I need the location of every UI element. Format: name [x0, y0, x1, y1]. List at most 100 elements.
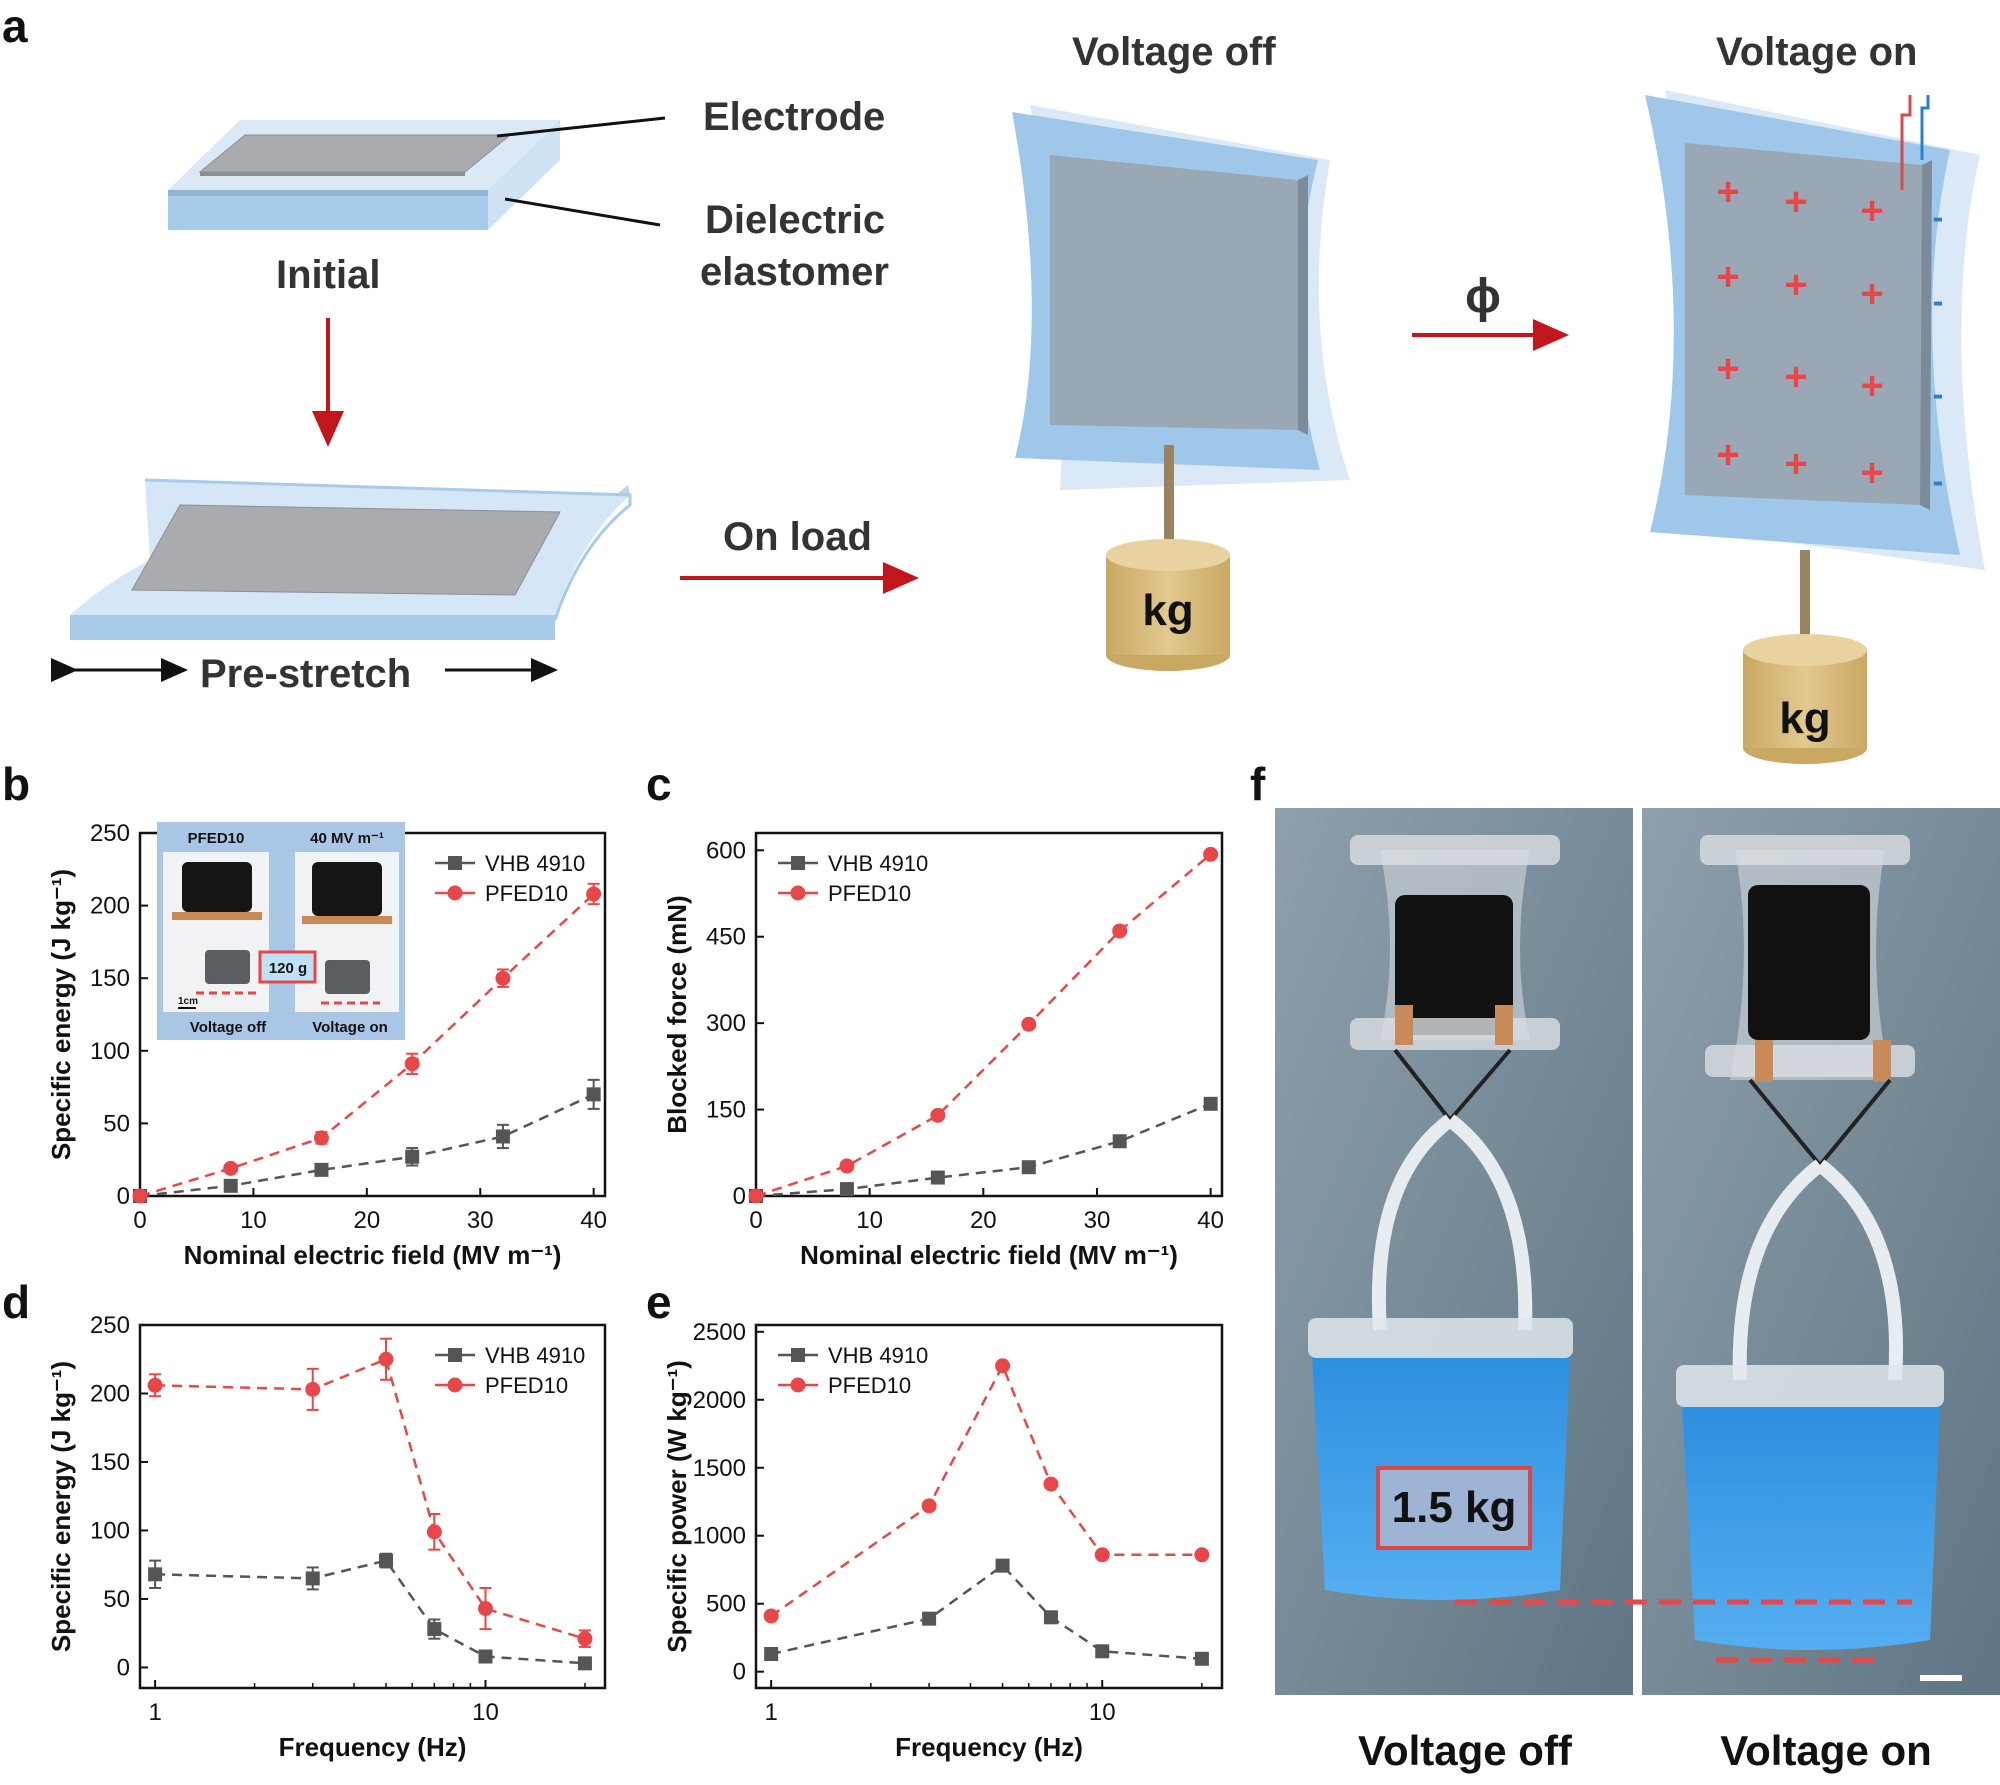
- data-point: [764, 1647, 779, 1662]
- data-point: [839, 1158, 855, 1174]
- legend-label: PFED10: [828, 881, 911, 906]
- data-point: [305, 1381, 321, 1397]
- y-tick-label: 100: [90, 1517, 130, 1544]
- panel-letter-d: d: [2, 1276, 30, 1328]
- data-point: [1095, 1644, 1110, 1659]
- label-electrode: Electrode: [703, 95, 885, 139]
- x-tick-label: 1: [764, 1699, 777, 1726]
- plus-charge: +: [1784, 442, 1807, 486]
- x-tick-label: 30: [1084, 1207, 1111, 1234]
- y-axis-label: Specific energy (J kg⁻¹): [46, 1361, 76, 1652]
- minus-charge: -: [1933, 199, 1944, 235]
- x-tick-label: 0: [749, 1207, 762, 1234]
- x-axis-label: Frequency (Hz): [895, 1732, 1083, 1762]
- legend-label: PFED10: [485, 1373, 568, 1398]
- data-point: [930, 1170, 945, 1185]
- label-kg-off: kg: [1142, 586, 1193, 635]
- label-initial: Initial: [276, 253, 380, 297]
- x-tick-label: 10: [856, 1207, 883, 1234]
- y-tick-label: 2500: [693, 1319, 746, 1346]
- plus-charge: +: [1784, 355, 1807, 399]
- data-point: [930, 1107, 946, 1123]
- legend-label: PFED10: [485, 881, 568, 906]
- y-tick-label: 2000: [693, 1387, 746, 1414]
- plus-charge: +: [1860, 451, 1883, 495]
- series-line: [139, 1093, 595, 1198]
- legend-marker: [448, 856, 462, 870]
- data-point: [378, 1351, 394, 1367]
- data-point: [577, 1656, 592, 1671]
- legend-marker: [790, 1377, 806, 1393]
- data-point: [1194, 1651, 1209, 1666]
- y-tick-label: 150: [90, 1449, 130, 1476]
- x-tick-label: 30: [467, 1207, 494, 1234]
- data-point: [313, 1130, 329, 1146]
- data-point: [1203, 846, 1219, 862]
- mass-label-box: [1376, 1466, 1532, 1550]
- y-tick-label: 50: [103, 1110, 130, 1137]
- y-tick-label: 200: [90, 893, 130, 920]
- plus-charge: +: [1716, 347, 1739, 391]
- y-axis-label: Specific energy (J kg⁻¹): [46, 869, 76, 1160]
- inset-weight-left: [205, 950, 250, 984]
- schematic-initial-film: [168, 116, 666, 230]
- x-axis-label: Nominal electric field (MV m⁻¹): [800, 1240, 1178, 1270]
- label-kg-on: kg: [1779, 694, 1830, 743]
- plus-charge: +: [1716, 255, 1739, 299]
- series-line: [755, 853, 1212, 1198]
- plus-charge: +: [1784, 263, 1807, 307]
- inset-scale-label: 1cm: [178, 996, 198, 1007]
- y-tick-label: 250: [90, 1312, 130, 1339]
- data-point: [404, 1056, 420, 1072]
- inset-weight-label: 120 g: [269, 960, 307, 977]
- data-point: [405, 1149, 420, 1164]
- panel-letter-c: c: [646, 758, 672, 810]
- plus-charge: +: [1860, 189, 1883, 233]
- y-tick-label: 0: [733, 1183, 746, 1210]
- data-point: [427, 1622, 442, 1637]
- legend-marker: [448, 1348, 462, 1362]
- plus-charge: +: [1860, 364, 1883, 408]
- x-tick-label: 10: [1089, 1699, 1116, 1726]
- plot-frame: [754, 831, 1224, 1198]
- data-point: [995, 1358, 1011, 1374]
- data-point: [1043, 1610, 1058, 1625]
- charge-markers: ++++++++++++----: [1716, 170, 1943, 499]
- label-elastomer: elastomer: [700, 250, 889, 294]
- legend-marker: [447, 1377, 463, 1393]
- data-point: [223, 1160, 239, 1176]
- label-pre-stretch: Pre-stretch: [200, 652, 411, 696]
- data-point: [839, 1182, 854, 1197]
- legend-marker: [791, 856, 805, 870]
- y-tick-label: 50: [103, 1586, 130, 1613]
- legend-label: PFED10: [828, 1373, 911, 1398]
- mass-label: 1.5 kg: [1392, 1483, 1517, 1532]
- data-point: [921, 1498, 937, 1514]
- legend-label: VHB 4910: [485, 1343, 585, 1368]
- data-point: [148, 1567, 163, 1582]
- series-line: [155, 1357, 586, 1640]
- y-tick-label: 100: [90, 1038, 130, 1065]
- x-tick-label: 20: [970, 1207, 997, 1234]
- series-line: [770, 1563, 1202, 1661]
- data-point: [922, 1611, 937, 1626]
- series-line: [770, 1362, 1202, 1617]
- y-axis-label: Specific power (W kg⁻¹): [662, 1360, 692, 1653]
- data-point: [1112, 923, 1128, 939]
- data-point: [995, 1558, 1010, 1573]
- data-point: [426, 1524, 442, 1540]
- legend-marker: [791, 1348, 805, 1362]
- x-tick-label: 20: [353, 1207, 380, 1234]
- data-point: [1094, 1547, 1110, 1563]
- schematic-voltage-on-film: [1645, 90, 1985, 764]
- y-tick-label: 250: [90, 820, 130, 847]
- minus-charge: -: [1933, 376, 1944, 412]
- y-tick-label: 600: [706, 837, 746, 864]
- series-line: [155, 1559, 585, 1665]
- inset-photo-b: [157, 822, 405, 1040]
- label-on-load: On load: [723, 515, 872, 559]
- data-point: [132, 1188, 148, 1204]
- x-tick-label: 10: [472, 1699, 499, 1726]
- plot-frame: [138, 1323, 607, 1690]
